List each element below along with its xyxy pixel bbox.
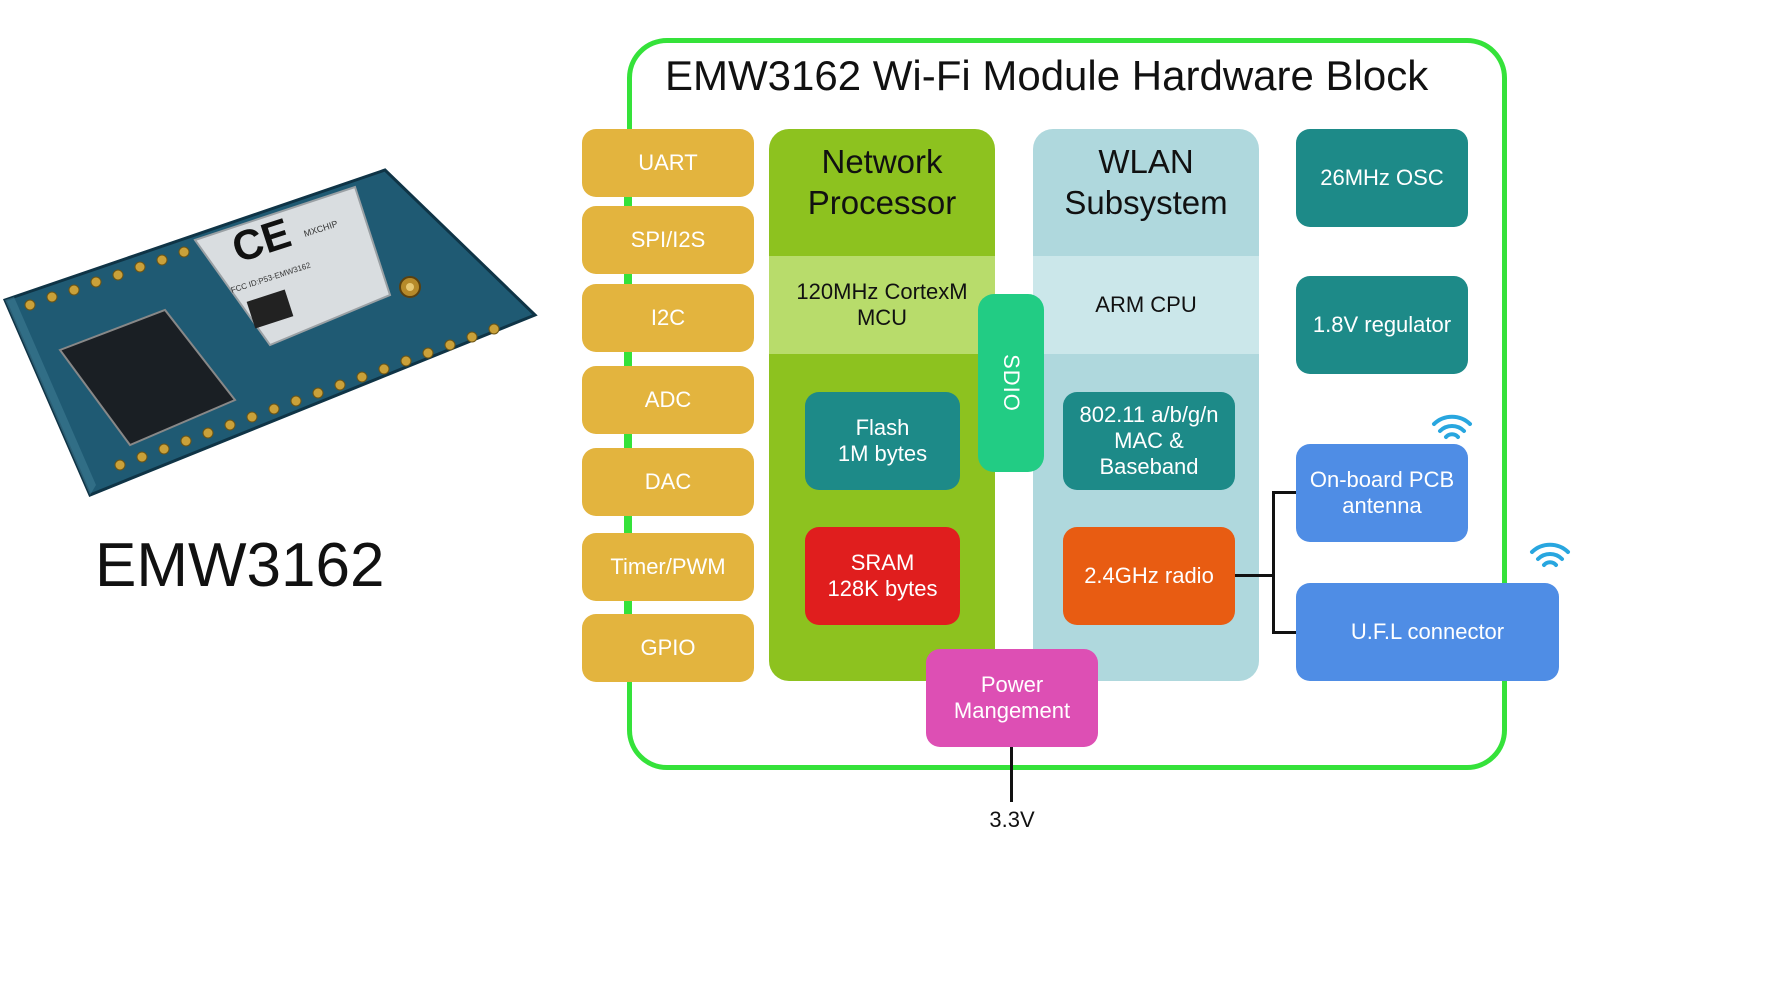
interface-dac: DAC — [582, 448, 754, 516]
interface-gpio: GPIO — [582, 614, 754, 682]
regulator-block: 1.8V regulator — [1296, 276, 1468, 374]
mcu-chip — [58, 308, 237, 447]
rf-shield — [193, 185, 392, 347]
wlan-subsystem-title: WLAN Subsystem — [1064, 143, 1228, 221]
interface-adc: ADC — [582, 366, 754, 434]
module-photo: CE MXCHIP FCC ID:P53-EMW3162 — [2, 168, 538, 497]
interface-i2c: I2C — [582, 284, 754, 352]
qr-code — [246, 289, 294, 329]
ufl-wire — [1272, 631, 1296, 634]
sdio-link: SDIO — [978, 294, 1044, 472]
diagram-title: EMW3162 Wi-Fi Module Hardware Block — [665, 52, 1429, 99]
ufl-connector-block: U.F.L connector — [1296, 583, 1559, 681]
network-processor-mcu: 120MHz CortexM MCU — [769, 256, 995, 354]
power-input-voltage: 3.3V — [989, 807, 1035, 832]
power-management-block: Power Mangement — [926, 649, 1098, 747]
mac-baseband-block: 802.11 a/b/g/n MAC & Baseband — [1063, 392, 1235, 490]
interface-timer-pwm: Timer/PWM — [582, 533, 754, 601]
flash-memory-block: Flash 1M bytes — [805, 392, 960, 490]
pcb-antenna-wire — [1272, 491, 1296, 494]
interface-uart: UART — [582, 129, 754, 197]
wlan-arm-cpu: ARM CPU — [1033, 256, 1259, 354]
pcb-pads — [24, 246, 500, 471]
sdio-label: SDIO — [998, 354, 1024, 412]
oscillator-block: 26MHz OSC — [1296, 129, 1468, 227]
network-processor-title: Network Processor — [807, 143, 957, 221]
sram-block: SRAM 128K bytes — [805, 527, 960, 625]
pcb-antenna-block: On-board PCB antenna — [1296, 444, 1468, 542]
antenna-split-wire — [1272, 491, 1275, 634]
power-input-wire — [1010, 747, 1013, 802]
radio-block: 2.4GHz radio — [1063, 527, 1235, 625]
wifi-icon — [1432, 414, 1472, 439]
radio-feed-wire — [1235, 574, 1274, 577]
interface-spi-i2s: SPI/I2S — [582, 206, 754, 274]
module-caption: EMW3162 — [95, 531, 385, 600]
wifi-icon — [1530, 542, 1570, 567]
